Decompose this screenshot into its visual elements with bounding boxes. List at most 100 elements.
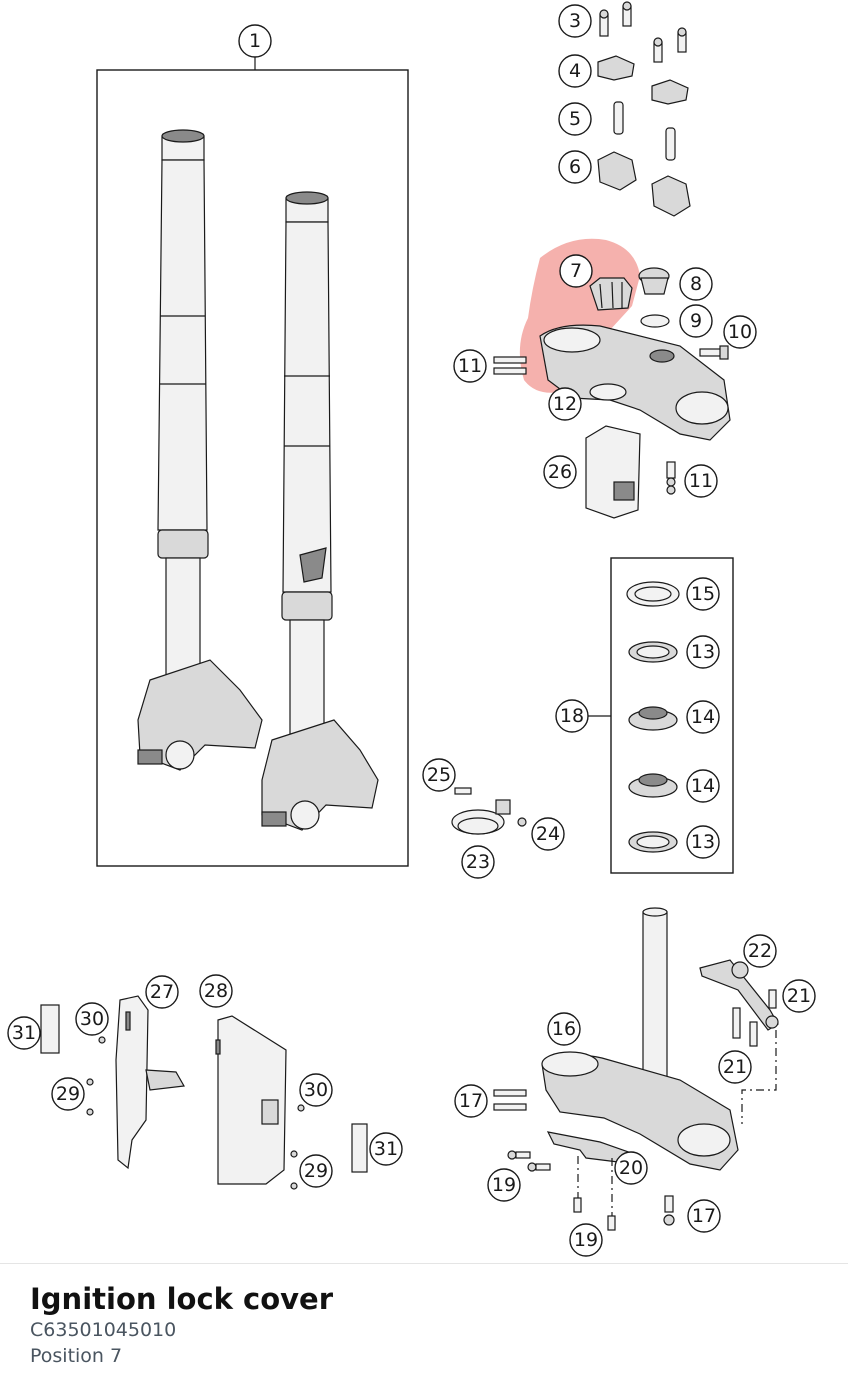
svg-text:4: 4 <box>569 60 581 82</box>
svg-text:24: 24 <box>536 823 560 845</box>
part-number: C63501045010 <box>30 1319 177 1341</box>
svg-text:17: 17 <box>459 1090 483 1112</box>
callout-24[interactable]: 24 <box>531 817 565 851</box>
svg-text:23: 23 <box>466 851 490 873</box>
svg-text:21: 21 <box>723 1056 747 1078</box>
callout-27[interactable]: 27 <box>145 975 179 1009</box>
callout-15[interactable]: 15 <box>686 577 720 611</box>
callout-26[interactable]: 26 <box>543 455 577 489</box>
svg-text:29: 29 <box>56 1083 80 1105</box>
fork-leg-right[interactable] <box>261 191 379 831</box>
callout-5[interactable]: 5 <box>558 102 592 136</box>
callout-13-lower[interactable]: 13 <box>686 825 720 859</box>
washer[interactable] <box>640 314 670 328</box>
part-title: Ignition lock cover <box>30 1282 334 1316</box>
svg-text:17: 17 <box>692 1205 716 1227</box>
callout-14-upper[interactable]: 14 <box>686 700 720 734</box>
damper-bolts[interactable] <box>732 989 777 1047</box>
fork-leg-left[interactable] <box>137 129 263 771</box>
clamp-ring[interactable] <box>451 787 527 835</box>
callout-6[interactable]: 6 <box>558 150 592 184</box>
steering-damper[interactable] <box>699 959 779 1031</box>
callout-16[interactable]: 16 <box>547 1012 581 1046</box>
callout-20[interactable]: 20 <box>614 1151 648 1185</box>
callout-21-upper[interactable]: 21 <box>782 979 816 1013</box>
fork-guard-right[interactable] <box>215 1015 287 1185</box>
lower-clamp-bolts[interactable] <box>493 1089 675 1226</box>
callout-31-left[interactable]: 31 <box>7 1016 41 1050</box>
svg-text:26: 26 <box>548 461 572 483</box>
callout-17-left[interactable]: 17 <box>454 1084 488 1118</box>
svg-text:11: 11 <box>689 470 713 492</box>
svg-text:5: 5 <box>569 108 581 130</box>
svg-text:8: 8 <box>690 273 702 295</box>
callout-11-upper[interactable]: 11 <box>453 349 487 383</box>
fork-guard-left[interactable] <box>115 995 185 1170</box>
svg-text:13: 13 <box>691 831 715 853</box>
svg-text:9: 9 <box>690 310 702 332</box>
exploded-parts-diagram: 1 3 4 5 6 7 8 9 10 11 12 26 11 15 13 18 … <box>7 1 816 1257</box>
ignition-lock-housing[interactable] <box>585 425 641 519</box>
callout-19-left[interactable]: 19 <box>487 1168 521 1202</box>
lock-bolt[interactable] <box>666 461 676 495</box>
fork-group-box <box>96 69 409 867</box>
svg-text:25: 25 <box>427 764 451 786</box>
svg-text:29: 29 <box>304 1160 328 1182</box>
svg-text:31: 31 <box>374 1138 398 1160</box>
guard-screws[interactable] <box>86 1036 305 1190</box>
callout-3[interactable]: 3 <box>558 4 592 38</box>
callout-29-right[interactable]: 29 <box>299 1154 333 1188</box>
steering-stem[interactable] <box>642 907 668 1093</box>
clamp-bolt-right[interactable] <box>699 345 729 360</box>
callout-12[interactable]: 12 <box>548 387 582 421</box>
callout-19-bottom[interactable]: 19 <box>569 1223 603 1257</box>
callout-11-lower[interactable]: 11 <box>684 464 718 498</box>
bracket-screws[interactable] <box>507 1150 616 1231</box>
svg-text:12: 12 <box>553 393 577 415</box>
upper-clamps[interactable] <box>597 55 689 105</box>
handlebar-clamp-bolts[interactable] <box>599 1 687 63</box>
callout-18[interactable]: 18 <box>555 699 589 733</box>
steering-nut[interactable] <box>638 267 670 295</box>
lower-clamps[interactable] <box>597 151 691 217</box>
svg-text:14: 14 <box>691 706 715 728</box>
callout-17-right[interactable]: 17 <box>687 1199 721 1233</box>
callout-21-lower[interactable]: 21 <box>718 1050 752 1084</box>
part-info-footer: Ignition lock cover C63501045010 Positio… <box>0 1263 848 1391</box>
svg-text:30: 30 <box>304 1079 328 1101</box>
callout-8[interactable]: 8 <box>679 267 713 301</box>
svg-text:27: 27 <box>150 981 174 1003</box>
callout-13-upper[interactable]: 13 <box>686 635 720 669</box>
svg-text:21: 21 <box>787 985 811 1007</box>
callout-7[interactable]: 7 <box>559 254 593 288</box>
callout-30-right[interactable]: 30 <box>299 1073 333 1107</box>
guard-reflectors[interactable] <box>40 1004 368 1173</box>
svg-text:7: 7 <box>570 260 582 282</box>
svg-text:14: 14 <box>691 775 715 797</box>
callout-30-left[interactable]: 30 <box>75 1002 109 1036</box>
callout-22[interactable]: 22 <box>743 934 777 968</box>
callout-4[interactable]: 4 <box>558 54 592 88</box>
brake-line-bracket[interactable] <box>546 1131 641 1220</box>
svg-text:20: 20 <box>619 1157 643 1179</box>
callout-28[interactable]: 28 <box>199 974 233 1008</box>
callout-14-lower[interactable]: 14 <box>686 769 720 803</box>
clamp-pins[interactable] <box>613 101 676 161</box>
svg-text:19: 19 <box>574 1229 598 1251</box>
callout-9[interactable]: 9 <box>679 304 713 338</box>
part-position: Position 7 <box>30 1345 123 1367</box>
upper-triple-clamp[interactable] <box>539 324 731 441</box>
callout-29-left[interactable]: 29 <box>51 1077 85 1111</box>
callout-25[interactable]: 25 <box>422 758 456 792</box>
callout-23[interactable]: 23 <box>461 845 495 879</box>
callout-31-right[interactable]: 31 <box>369 1132 403 1166</box>
svg-text:1: 1 <box>249 30 261 52</box>
svg-text:13: 13 <box>691 641 715 663</box>
lower-triple-clamp[interactable] <box>541 1051 739 1171</box>
bearing-parts[interactable] <box>626 581 680 853</box>
ignition-lock-cover[interactable] <box>589 277 633 311</box>
svg-text:30: 30 <box>80 1008 104 1030</box>
callout-1[interactable]: 1 <box>238 24 272 58</box>
callout-10[interactable]: 10 <box>723 315 757 349</box>
clamp-bolts-left[interactable] <box>493 356 527 375</box>
